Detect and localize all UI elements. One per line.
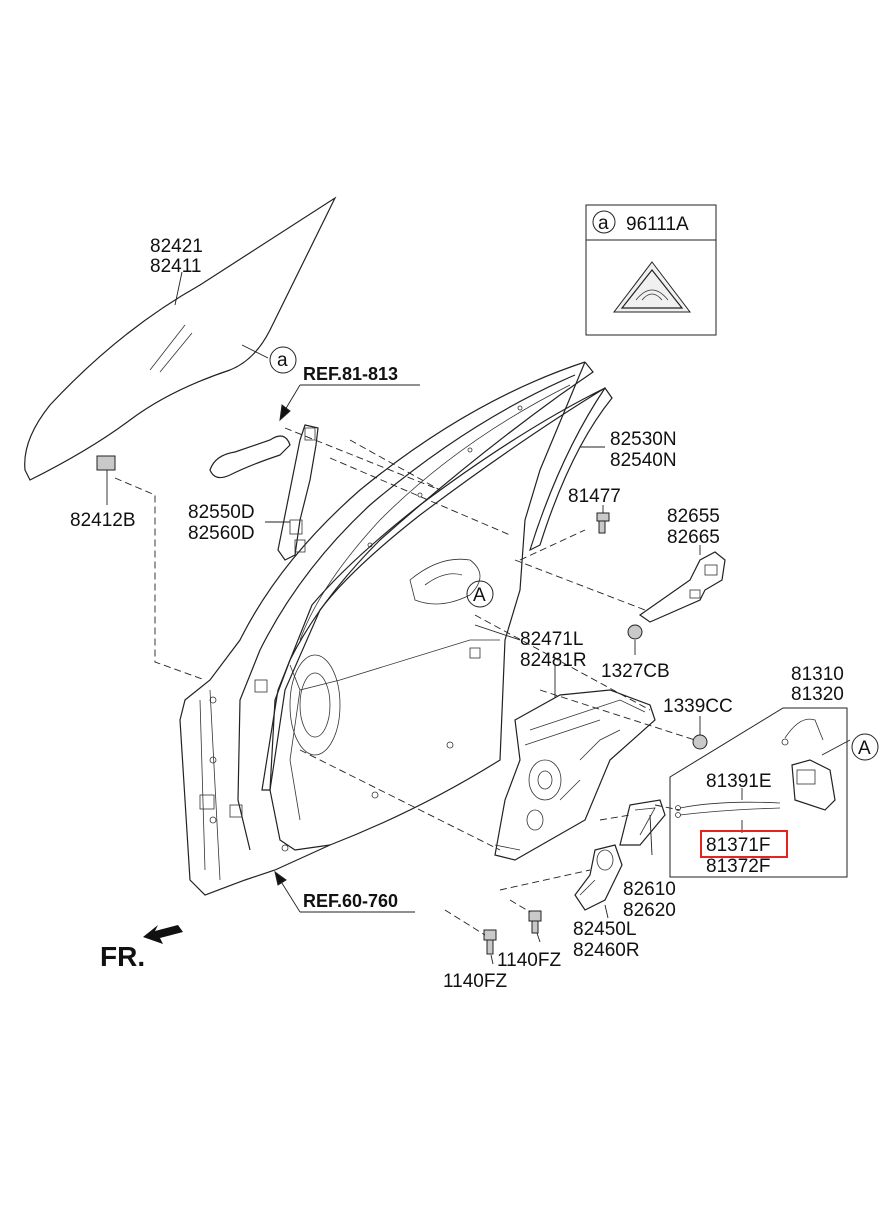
callout-circles [269,346,879,761]
window-regulator-drawing [494,689,656,861]
outer-handle-drawing [209,424,319,561]
part-1327CB: 1327CB [601,661,670,682]
part-82550D: 82550D [188,502,255,523]
callout-A-door: A [473,585,486,606]
bolt-1140fz-drawing [483,910,542,955]
part-81371F: 81371F [706,835,770,856]
door-inner-panel-drawing [179,361,594,896]
part-1140FZ-upper: 1140FZ [497,950,561,971]
part-1339CC: 1339CC [663,696,733,717]
part-82655: 82655 [667,506,720,527]
regulator-motor-drawing [574,844,623,911]
part-82411: 82411 [150,256,201,277]
door-glass-drawing [24,196,337,481]
latch-inset-box [669,707,848,878]
part-82665: 82665 [667,527,720,548]
part-81391E: 81391E [706,771,772,792]
part-82471L: 82471L [520,629,583,650]
ref-81-813: REF.81-813 [303,364,398,384]
nut-1339cc-drawing [692,734,708,750]
nut-1327cb-drawing [627,624,643,640]
part-81477: 81477 [568,486,621,507]
glass-run-channel-drawing [261,386,613,791]
inset-letter-a: a [598,213,609,234]
inside-door-handle-drawing [619,799,666,846]
part-81320: 81320 [791,684,844,705]
screw-81477-drawing [596,512,610,534]
callout-A-latch: A [858,738,871,759]
part-82450L: 82450L [573,919,636,940]
part-82540N: 82540N [610,450,677,471]
label-inset-box [585,204,717,336]
part-82481R: 82481R [520,650,587,671]
part-81372F: 81372F [706,856,770,877]
part-1140FZ-lower: 1140FZ [443,971,507,992]
callout-a: a [277,350,288,371]
leader-lines [106,271,851,965]
door-latch-drawing [675,718,836,818]
part-82560D: 82560D [188,523,255,544]
glass-clip-drawing [96,455,116,471]
part-82412B: 82412B [70,510,136,531]
part-82610: 82610 [623,879,676,900]
front-arrow-icon [143,925,183,944]
part-82620: 82620 [623,900,676,921]
part-96111A: 96111A [626,214,689,235]
ref-60-760: REF.60-760 [303,891,398,911]
dashed-lines [114,427,696,936]
part-82421: 82421 [150,236,203,257]
part-82530N: 82530N [610,429,677,450]
highlight-box [700,830,788,858]
part-82460R: 82460R [573,940,640,961]
part-81310: 81310 [791,664,844,685]
inside-handle-drawing [638,551,726,623]
front-direction-label: FR. [100,941,145,972]
